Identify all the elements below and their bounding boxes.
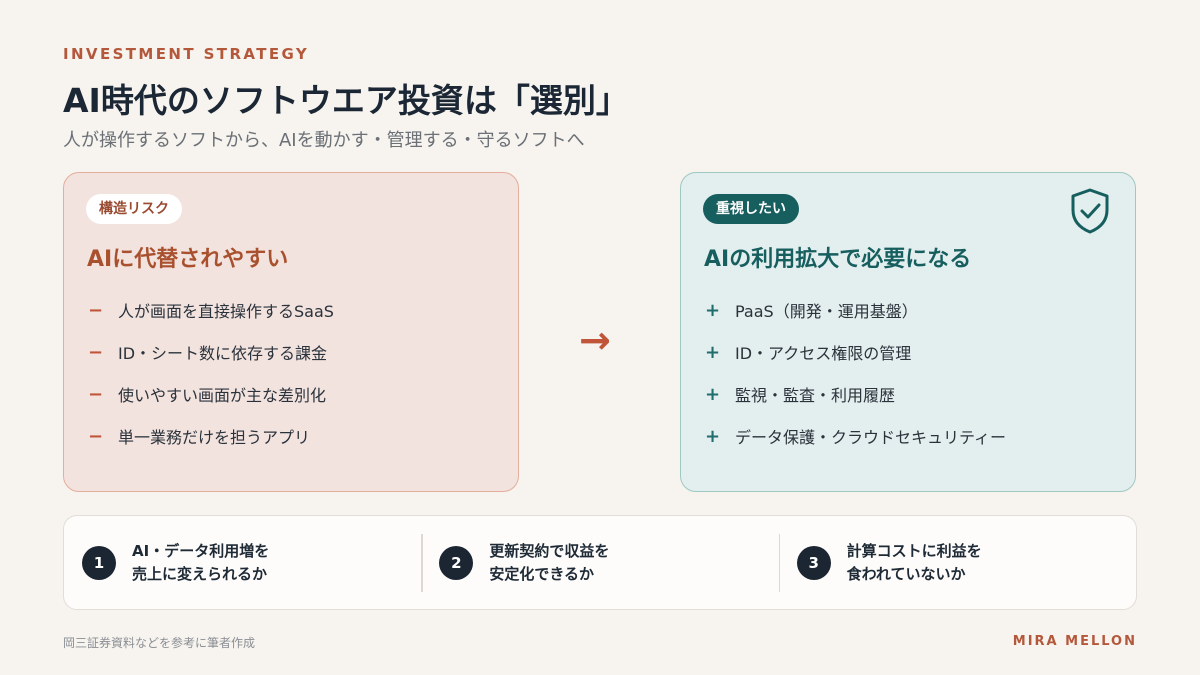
risk-card: 構造リスク AIに代替されやすい − 人が画面を直接操作するSaaS − ID・…: [63, 172, 519, 492]
list-item-label: 使いやすい画面が主な差別化: [118, 386, 327, 405]
shield-check-icon: [1071, 188, 1109, 234]
list-item-label: 人が画面を直接操作するSaaS: [118, 302, 334, 321]
eyebrow-label: INVESTMENT STRATEGY: [63, 45, 310, 63]
checkpoint-line: AI・データ利用増を: [132, 541, 270, 560]
list-item: + ID・アクセス権限の管理: [705, 331, 1006, 373]
focus-card: 重視したい AIの利用拡大で必要になる + PaaS（開発・運用基盤） + ID…: [680, 172, 1136, 492]
list-item: − 使いやすい画面が主な差別化: [88, 373, 334, 415]
list-item-label: データ保護・クラウドセキュリティー: [735, 428, 1007, 447]
list-item-label: 単一業務だけを担うアプリ: [118, 428, 311, 447]
checkpoint-item: 3 計算コストに利益を 食われていないか: [778, 516, 1136, 609]
checkpoint-text: 計算コストに利益を 食われていないか: [847, 540, 982, 586]
list-item: − 人が画面を直接操作するSaaS: [88, 289, 334, 331]
focus-chip: 重視したい: [703, 194, 799, 224]
brand-label: MIRA MELLON: [1012, 634, 1137, 649]
plus-icon: +: [705, 425, 721, 447]
checkpoint-line: 安定化できるか: [489, 564, 595, 583]
number-badge: 3: [796, 545, 831, 580]
risk-list: − 人が画面を直接操作するSaaS − ID・シート数に依存する課金 − 使いや…: [88, 289, 334, 457]
list-item-label: ID・シート数に依存する課金: [118, 344, 328, 363]
risk-heading: AIに代替されやすい: [87, 247, 289, 272]
list-item-label: PaaS（開発・運用基盤）: [735, 302, 918, 321]
minus-icon: −: [88, 383, 104, 405]
list-item: − ID・シート数に依存する課金: [88, 331, 334, 373]
page-subtitle: 人が操作するソフトから、AIを動かす・管理する・守るソフトへ: [63, 130, 585, 151]
list-item: + 監視・監査・利用履歴: [705, 373, 1006, 415]
right-arrow-icon: →: [579, 318, 611, 362]
list-item: + データ保護・クラウドセキュリティー: [705, 415, 1006, 457]
page-title: AI時代のソフトウエア投資は「選別」: [63, 81, 629, 120]
number-badge: 1: [82, 545, 116, 580]
plus-icon: +: [705, 299, 721, 321]
checkpoint-bar: 1 AI・データ利用増を 売上に変えられるか 2 更新契約で収益を 安定化できる…: [63, 515, 1137, 610]
checkpoint-line: 売上に変えられるか: [132, 564, 268, 583]
minus-icon: −: [88, 299, 104, 321]
checkpoint-item: 2 更新契約で収益を 安定化できるか: [421, 516, 778, 609]
checkpoint-line: 食われていないか: [846, 564, 966, 583]
list-item: − 単一業務だけを担うアプリ: [88, 415, 334, 457]
plus-icon: +: [705, 383, 721, 405]
focus-heading: AIの利用拡大で必要になる: [704, 247, 972, 272]
checkpoint-text: AI・データ利用増を 売上に変えられるか: [132, 540, 269, 586]
checkpoint-line: 更新契約で収益を: [489, 541, 610, 560]
list-item-label: 監視・監査・利用履歴: [735, 386, 896, 405]
checkpoint-item: 1 AI・データ利用増を 売上に変えられるか: [64, 516, 421, 609]
source-note: 岡三証券資料などを参考に筆者作成: [63, 636, 256, 650]
number-badge: 2: [439, 545, 474, 580]
list-item: + PaaS（開発・運用基盤）: [705, 289, 1006, 331]
checkpoint-line: 計算コストに利益を: [846, 541, 982, 560]
focus-list: + PaaS（開発・運用基盤） + ID・アクセス権限の管理 + 監視・監査・利…: [705, 289, 1006, 457]
risk-chip: 構造リスク: [86, 194, 182, 224]
list-item-label: ID・アクセス権限の管理: [735, 344, 912, 363]
plus-icon: +: [705, 341, 721, 363]
minus-icon: −: [88, 425, 104, 447]
checkpoint-text: 更新契約で収益を 安定化できるか: [489, 540, 609, 586]
minus-icon: −: [88, 341, 104, 363]
